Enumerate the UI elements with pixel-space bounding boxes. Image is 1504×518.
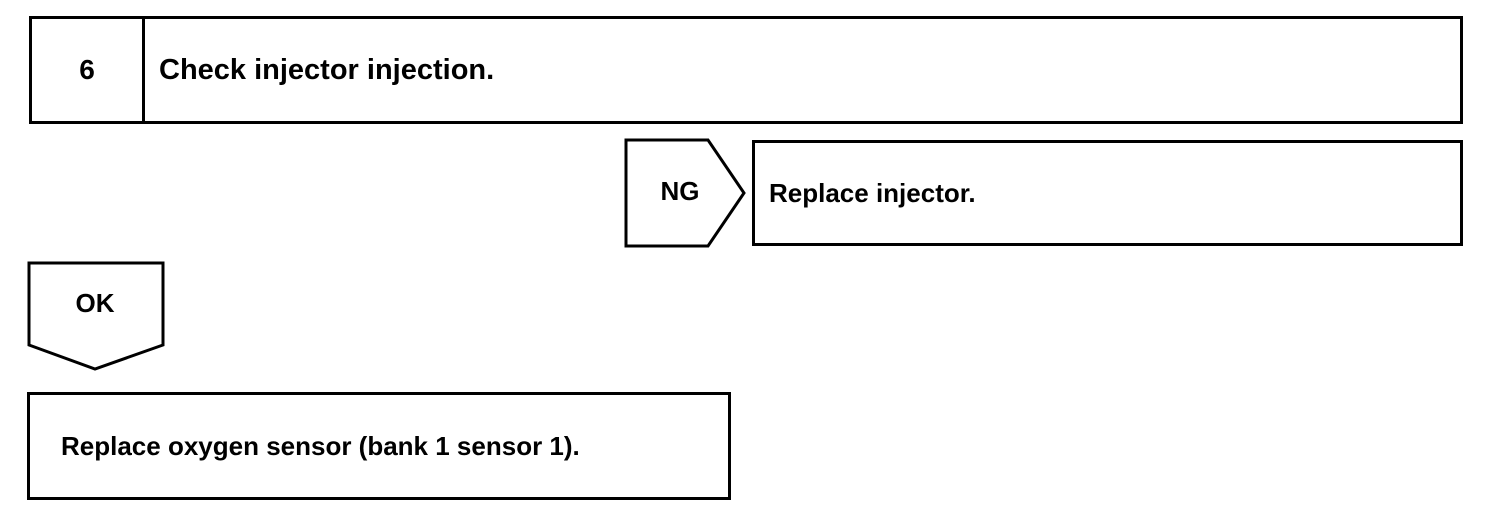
ng-arrow <box>624 138 746 248</box>
step-number: 6 <box>32 19 145 121</box>
step-title: Check injector injection. <box>159 53 495 86</box>
ng-action-text: Replace injector. <box>769 177 976 208</box>
ng-label: NG <box>660 176 700 206</box>
step-box: 6 Check injector injection. <box>29 16 1463 124</box>
final-action-text: Replace oxygen sensor (bank 1 sensor 1). <box>61 430 580 461</box>
ok-arrow <box>27 261 165 371</box>
ok-label: OK <box>75 288 115 318</box>
final-action-box: Replace oxygen sensor (bank 1 sensor 1). <box>27 392 731 500</box>
ng-action-box: Replace injector. <box>752 140 1463 246</box>
